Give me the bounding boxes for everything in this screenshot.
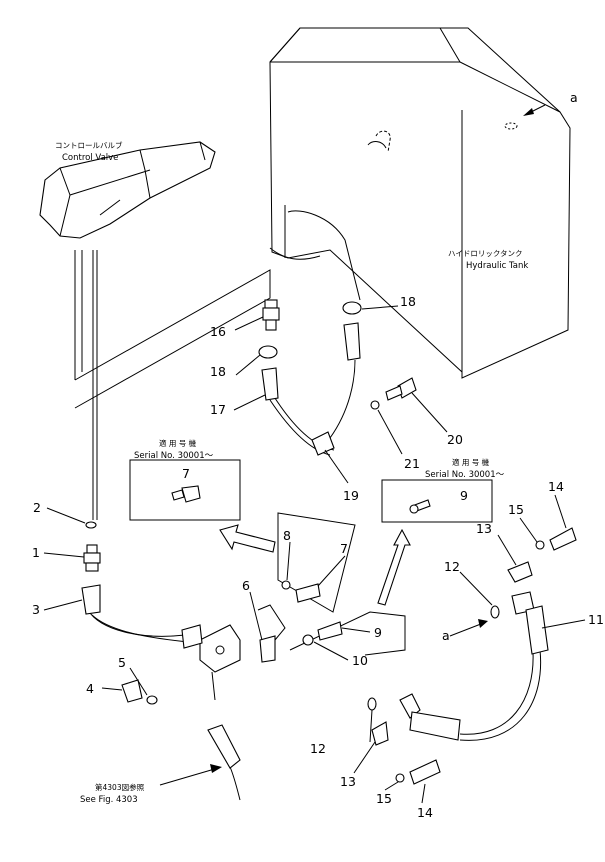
callout-2: 2 (33, 500, 41, 515)
callout-6: 6 (242, 578, 250, 593)
view-a-label-top: a (570, 90, 578, 105)
callout-numbers: 2 1 3 4 5 6 7 8 9 10 11 12 12 13 13 15 1… (32, 294, 604, 820)
serial-box-right: 適 用 号 機 Serial No. 30001～ (381, 457, 505, 523)
part-19-clamp (311, 431, 335, 456)
callout-17: 17 (210, 402, 226, 417)
control-valve-en-label: Control Valve (62, 153, 118, 163)
part-8-washer (281, 580, 291, 590)
callout-8: 8 (283, 528, 291, 543)
serial-left-en: Serial No. 30001～ (134, 451, 214, 461)
part-12-oring-right (490, 605, 500, 619)
callout-18-left: 18 (210, 364, 226, 379)
part-17-hose-end (261, 367, 279, 401)
callout-9-upper: 9 (460, 488, 468, 503)
bottom-hose-fitting (399, 693, 461, 741)
callout-20: 20 (447, 432, 463, 447)
part-13-clamp-bottom (371, 721, 389, 746)
bracket-plate (277, 512, 356, 613)
hoses (87, 250, 542, 801)
callout-13-right: 13 (476, 521, 492, 536)
part-14-bolt-bottom (409, 759, 441, 785)
callout-4: 4 (86, 681, 94, 696)
part-5-oring (146, 695, 158, 705)
callout-18-right: 18 (400, 294, 416, 309)
callout-12-right: 12 (444, 559, 460, 574)
part-7-bolt (295, 583, 321, 603)
part-21-washer (370, 400, 380, 410)
view-a-label-bottom: a (442, 628, 450, 643)
hydraulic-tank-jp-label: ハイドロリックタンク (448, 249, 523, 258)
part-11-hose-fitting (511, 591, 549, 655)
part-4-plug (121, 679, 143, 703)
see-fig-jp: 第4303図参照 (95, 782, 145, 792)
arrow-to-left-box (219, 524, 276, 553)
callout-11: 11 (588, 612, 604, 627)
serial-left-jp: 適 用 号 機 (159, 438, 197, 448)
callout-7-lower: 7 (340, 541, 348, 556)
part-18-clamp-right (342, 301, 362, 315)
arrow-to-right-box (377, 528, 411, 606)
callout-13-bottom: 13 (340, 774, 356, 789)
serial-right-en: Serial No. 30001～ (425, 470, 505, 480)
callout-7-upper: 7 (182, 466, 190, 481)
callout-1: 1 (32, 545, 40, 560)
callout-21: 21 (404, 456, 420, 471)
callout-leaders (43, 305, 586, 804)
part-15-washer-bottom (395, 773, 405, 783)
control-valve-jp-label: コントロールバルブ (55, 140, 123, 150)
see-fig-en: See Fig. 4303 (80, 795, 138, 805)
connector-block (181, 624, 241, 769)
part-9-bolt (317, 621, 343, 641)
part-18-clamp-left (258, 345, 278, 359)
callout-5: 5 (118, 655, 126, 670)
control-valve: コントロールバルブ Control Valve (39, 140, 216, 239)
callout-14-right: 14 (548, 479, 564, 494)
part-10-washer (302, 634, 314, 646)
callout-3: 3 (32, 602, 40, 617)
part-15-washer-right (535, 540, 545, 550)
callout-16: 16 (210, 324, 226, 339)
part-12-oring-bottom (367, 697, 377, 711)
part-20-bolt (385, 377, 417, 401)
hydraulic-tank-en-label: Hydraulic Tank (466, 261, 528, 271)
part-13-clamp-right (507, 561, 533, 583)
part-16-fitting (262, 299, 280, 331)
frame-panel (74, 269, 271, 409)
callout-15-bottom: 15 (376, 791, 392, 806)
callout-15-right: 15 (508, 502, 524, 517)
part-14-bolt-right (549, 527, 577, 551)
serial-box-left: 適 用 号 機 Serial No. 30001～ (129, 438, 241, 521)
callout-12-bottom: 12 (310, 741, 326, 756)
part-1-fitting (83, 544, 101, 572)
callout-9-lower: 9 (374, 625, 382, 640)
callout-10: 10 (352, 653, 368, 668)
hydraulic-tank: a ハイドロリックタンク Hydraulic Tank (269, 27, 578, 379)
part-3-hose-end (81, 584, 101, 615)
part-2-oring (85, 521, 97, 529)
part-6-bracket (259, 635, 276, 663)
callout-14-bottom: 14 (417, 805, 433, 820)
serial-right-jp: 適 用 号 機 (452, 457, 490, 467)
callout-19: 19 (343, 488, 359, 503)
